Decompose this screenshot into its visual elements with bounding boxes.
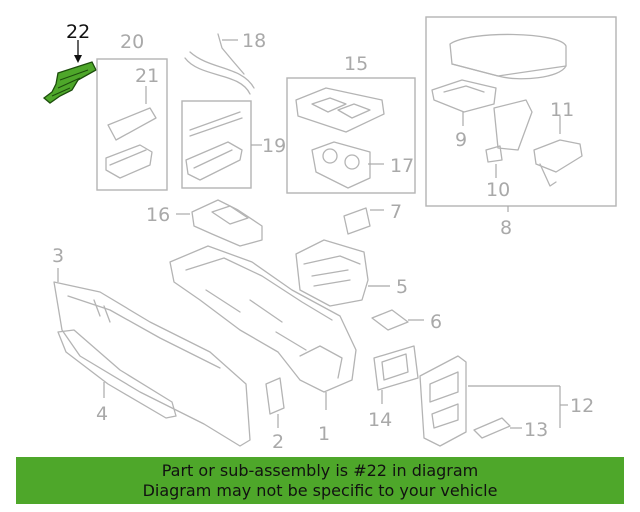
part-1[interactable]: 1 [169, 245, 357, 445]
callout-12: 12 [570, 395, 594, 417]
callout-11: 11 [550, 99, 574, 121]
callout-17: 17 [390, 155, 414, 177]
callout-1: 1 [318, 423, 330, 445]
part-2[interactable]: 2 [265, 377, 285, 453]
part-16[interactable]: 16 [146, 199, 263, 247]
callout-14: 14 [368, 409, 392, 431]
part-7[interactable]: 7 [343, 201, 402, 235]
box-20 [96, 58, 168, 191]
callout-19: 19 [262, 135, 286, 157]
callout-2: 2 [272, 431, 284, 453]
part-12[interactable]: 12 [419, 355, 594, 447]
callout-22: 22 [66, 21, 90, 43]
part-group-20[interactable]: 20 21 [96, 31, 168, 191]
part-14[interactable]: 14 [368, 345, 419, 431]
callout-6: 6 [430, 311, 442, 333]
part-22-highlighted[interactable]: 22 [42, 21, 97, 104]
callout-15: 15 [344, 53, 368, 75]
callout-8: 8 [500, 217, 512, 239]
callout-3: 3 [52, 245, 64, 267]
part-13[interactable]: 13 [473, 417, 548, 441]
part-6[interactable]: 6 [371, 309, 442, 333]
callout-5: 5 [396, 276, 408, 298]
part-18[interactable]: 18 [184, 30, 266, 95]
banner-line-1: Part or sub-assembly is #22 in diagram [161, 461, 479, 480]
info-banner: Part or sub-assembly is #22 in diagram D… [16, 457, 624, 504]
box-19 [181, 100, 252, 189]
callout-13: 13 [524, 419, 548, 441]
box-8 [425, 16, 617, 207]
part-group-19[interactable]: 19 [181, 100, 286, 189]
part-group-15[interactable]: 15 17 [286, 53, 416, 194]
callout-4: 4 [96, 403, 108, 425]
callout-18: 18 [242, 30, 266, 52]
part-group-8[interactable]: 9 10 11 8 [425, 16, 617, 239]
part-3[interactable]: 3 [52, 245, 251, 447]
callout-21: 21 [135, 65, 159, 87]
banner-line-2: Diagram may not be specific to your vehi… [142, 481, 498, 500]
callout-7: 7 [390, 201, 402, 223]
box-15 [286, 77, 416, 194]
callout-10: 10 [486, 179, 510, 201]
callout-9: 9 [455, 129, 467, 151]
callout-16: 16 [146, 204, 170, 226]
callout-20: 20 [120, 31, 144, 53]
part-4[interactable]: 4 [57, 329, 177, 425]
part-5[interactable]: 5 [295, 239, 408, 307]
